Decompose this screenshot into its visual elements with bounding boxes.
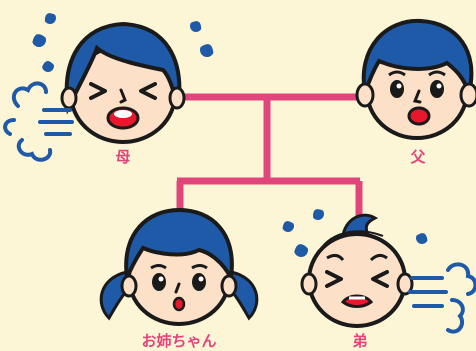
- sister-label: お姉ちゃん: [141, 332, 217, 350]
- brother-sigh-icon: [408, 262, 476, 334]
- mother-sweat-icon: [32, 13, 214, 72]
- sister-face-icon: [99, 207, 259, 326]
- baby-brother-face-icon: [300, 213, 414, 328]
- mother-label: 母: [115, 148, 131, 166]
- brother-sweat-icon: [282, 209, 428, 257]
- brother-label: 弟: [352, 332, 368, 350]
- father-face-icon: [355, 18, 476, 140]
- family-connector-lines: [176, 93, 363, 224]
- father-label: 父: [410, 148, 426, 166]
- mother-sigh-icon: [3, 81, 74, 162]
- mother-face-icon: [60, 21, 186, 144]
